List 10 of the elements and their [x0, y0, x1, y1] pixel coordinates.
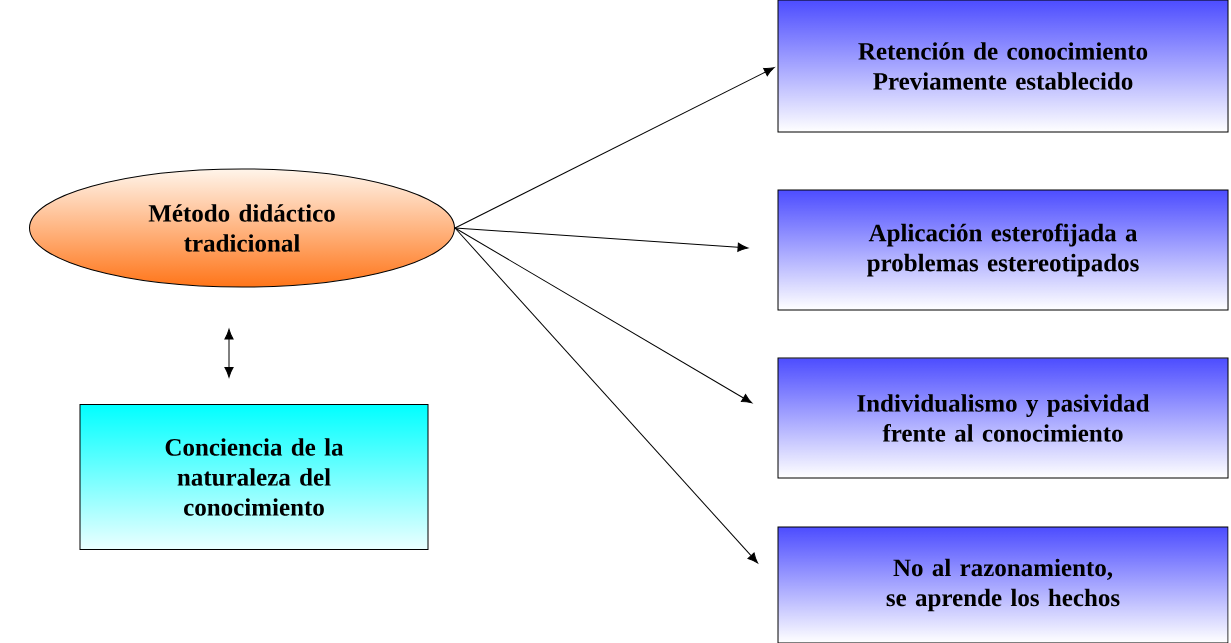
arrow: [454, 227, 749, 252]
arrow: [224, 328, 234, 378]
process-box: Retención de conocimiento Previamente establecido: [777, 0, 1229, 133]
process-box: Individualismo y pasividad frente al conocimiento: [777, 357, 1229, 479]
arrow: [454, 227, 753, 404]
process-box: No al razonamiento, se aprende los hechos: [777, 526, 1229, 643]
arrow: [454, 227, 758, 564]
arrow: [454, 67, 775, 229]
process-box: Conciencia de la naturaleza del conocimiento: [79, 404, 429, 550]
process-box: Aplicación esterofijada a problemas estereotipados: [777, 189, 1229, 311]
